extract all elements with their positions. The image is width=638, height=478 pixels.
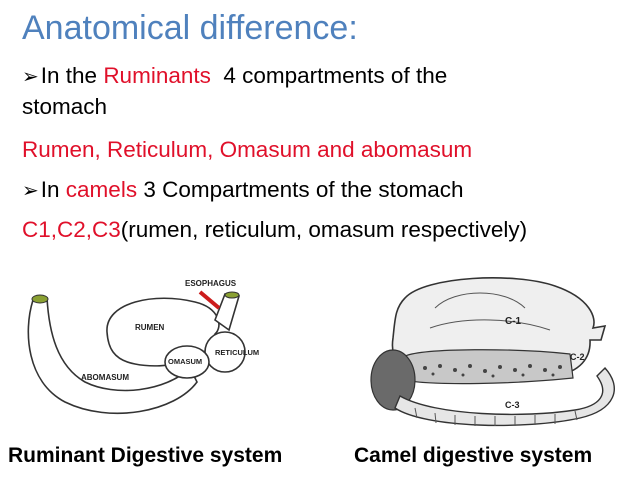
label-c3: C-3	[505, 400, 520, 410]
arrow-bullet-icon: ➢	[22, 180, 39, 202]
slide-title: Anatomical difference:	[22, 9, 358, 47]
bullet-text-prefix: In the	[40, 63, 104, 88]
abomasum-outline	[27, 297, 198, 415]
bullet-text-suffix: 4 compartments of the	[210, 63, 448, 88]
caption-ruminant: Ruminant Digestive system	[8, 444, 283, 467]
bullet-text-suffix: 3 Compartments of the stomach	[137, 177, 464, 202]
bullet-ruminants: ➢In the Ruminants 4 compartments of the	[22, 62, 447, 91]
bullet-ruminants-continuation: stomach	[22, 94, 108, 119]
bullet-text-prefix: In	[40, 177, 66, 202]
label-abomasum: ABOMASUM	[81, 373, 129, 382]
abomasum-end-cap	[31, 294, 49, 304]
camels-highlight: camels	[65, 177, 138, 202]
c3-tube	[394, 366, 615, 427]
omasum-outline	[164, 345, 210, 379]
esophagus-pointer	[198, 290, 221, 310]
label-c2: C-2	[570, 352, 585, 362]
ruminants-highlight: Ruminants	[103, 63, 211, 88]
label-c1: C-1	[505, 316, 522, 327]
coil-left	[370, 349, 416, 411]
arrow-bullet-icon: ➢	[22, 66, 39, 88]
camel-parts-highlight: C1,C2,C3	[22, 217, 121, 242]
c1-fold-line	[434, 292, 526, 309]
label-rumen: RUMEN	[135, 323, 165, 332]
c3-stripes	[414, 407, 578, 426]
c1-fold-line	[429, 319, 551, 331]
esophagus-end-cap	[224, 291, 240, 299]
label-esophagus: ESOPHAGUS	[185, 279, 237, 288]
bullet-camels: ➢In camels 3 Compartments of the stomach	[22, 176, 463, 205]
label-reticulum: RETICULUM	[215, 348, 259, 357]
label-omasum: OMASUM	[168, 357, 202, 366]
camel-parts-rest: (rumen, reticulum, omasum respectively)	[120, 217, 528, 242]
camel-stomach-diagram: C-1 C-2 C-3	[370, 277, 615, 427]
caption-camel: Camel digestive system	[354, 444, 593, 467]
ruminant-stomach-diagram: ESOPHAGUS RUMEN OMASUM RETICULUM ABOMASU…	[27, 279, 259, 415]
c2-outline	[402, 349, 574, 385]
camel-parts-text: C1,C2,C3(rumen, reticulum, omasum respec…	[22, 216, 527, 244]
c2-texture	[423, 364, 562, 378]
ruminant-parts-text: Rumen, Reticulum, Omasum and abomasum	[22, 137, 473, 162]
